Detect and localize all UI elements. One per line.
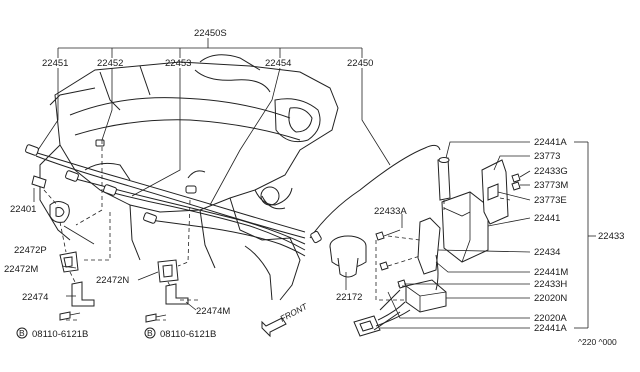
label-23773e: 23773E (534, 195, 567, 206)
label-22474m: 22474M (196, 306, 230, 317)
label-22401: 22401 (10, 204, 36, 215)
label-22450s: 22450S (194, 28, 227, 39)
label-22433a: 22433A (374, 206, 407, 217)
dashed-right (375, 197, 511, 301)
label-22441m: 22441M (534, 267, 568, 278)
label-23773: 23773 (534, 151, 560, 162)
dashed-mount-lines (43, 140, 198, 321)
bolt-symbol-left-letter: B (19, 328, 25, 338)
left-parts (31, 175, 189, 323)
label-22434: 22434 (534, 247, 560, 258)
label-22451: 22451 (42, 58, 68, 69)
label-22472m: 22472M (4, 264, 38, 275)
bolt-symbol-right (144, 327, 156, 339)
figure-code: ^220 ^000 (578, 337, 617, 347)
front-label: FRONT (278, 301, 309, 324)
bolt-symbol-left (16, 327, 28, 339)
label-23773m: 23773M (534, 180, 568, 191)
label-22474: 22474 (22, 292, 48, 303)
label-22441a-bottom: 22441A (534, 323, 567, 334)
label-22441: 22441 (534, 213, 560, 224)
label-22020n: 22020N (534, 293, 567, 304)
label-22433g: 22433G (534, 166, 568, 177)
label-22472n: 22472N (96, 275, 129, 286)
engine-illustration (39, 54, 339, 301)
label-bolt-left: 08110-6121B (32, 329, 88, 340)
label-22453: 22453 (165, 58, 191, 69)
front-arrow (261, 317, 287, 338)
leader-lines-top (37, 38, 391, 206)
label-22472p: 22472P (14, 245, 47, 256)
label-22441a-top: 22441A (534, 137, 567, 148)
label-22450: 22450 (347, 58, 373, 69)
leader-lines-right (33, 141, 596, 329)
right-components (329, 157, 521, 337)
label-22020a: 22020A (534, 313, 567, 324)
label-22172: 22172 (336, 292, 362, 303)
bolt-symbol-right-letter: B (147, 328, 153, 338)
label-22433h: 22433H (534, 279, 567, 290)
plug-boots (25, 139, 322, 244)
label-22452: 22452 (97, 58, 123, 69)
label-bolt-right: 08110-6121B (160, 329, 216, 340)
label-22433: 22433 (598, 231, 624, 242)
label-22454: 22454 (265, 58, 291, 69)
